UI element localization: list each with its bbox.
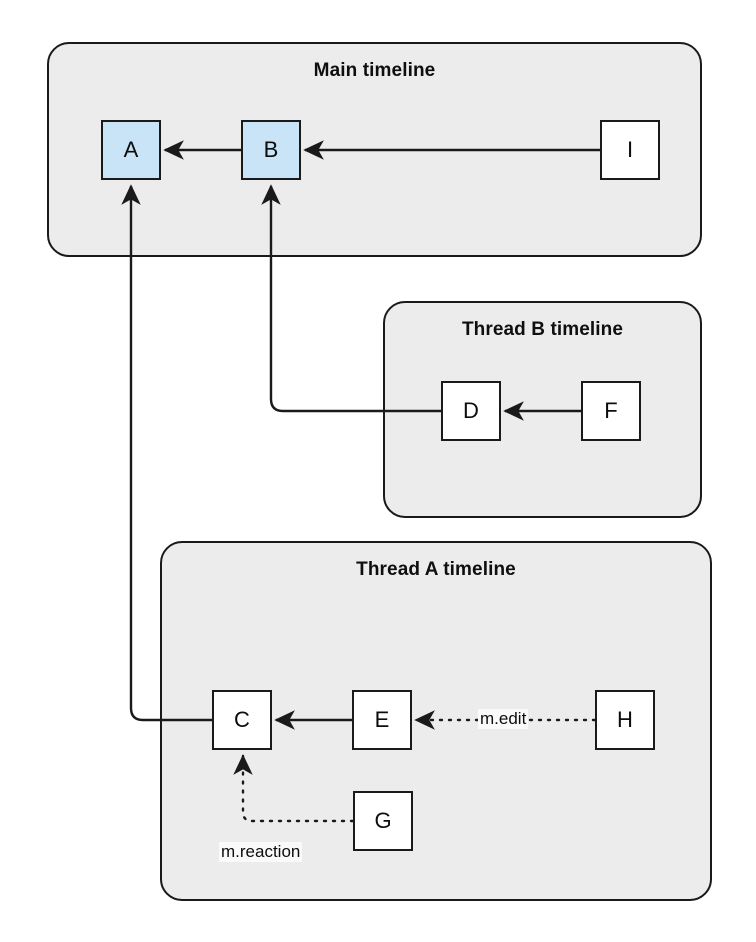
node-g-label: G <box>374 808 392 833</box>
node-g[interactable]: G <box>353 791 413 851</box>
node-h[interactable]: H <box>595 690 655 750</box>
node-e-label: E <box>374 707 390 732</box>
node-b-label: B <box>263 137 279 162</box>
node-f-label: F <box>604 398 618 423</box>
node-i-label: I <box>626 137 634 162</box>
node-e[interactable]: E <box>352 690 412 750</box>
node-h-label: H <box>617 707 633 732</box>
node-a-label: A <box>123 137 139 162</box>
node-c-label: C <box>234 707 250 732</box>
edge-label-m-reaction: m.reaction <box>219 842 303 862</box>
node-f[interactable]: F <box>581 381 641 441</box>
node-i[interactable]: I <box>600 120 660 180</box>
group-thread-b-timeline: Thread B timeline <box>383 301 702 518</box>
node-a[interactable]: A <box>101 120 161 180</box>
node-c[interactable]: C <box>212 690 272 750</box>
node-b[interactable]: B <box>241 120 301 180</box>
group-title-thread-a-timeline: Thread A timeline <box>356 559 516 580</box>
edge-label-m-edit: m.edit <box>478 709 529 729</box>
node-d[interactable]: D <box>441 381 501 441</box>
group-title-thread-b-timeline: Thread B timeline <box>461 319 624 340</box>
node-d-label: D <box>463 398 479 423</box>
group-title-main-timeline: Main timeline <box>313 60 436 81</box>
